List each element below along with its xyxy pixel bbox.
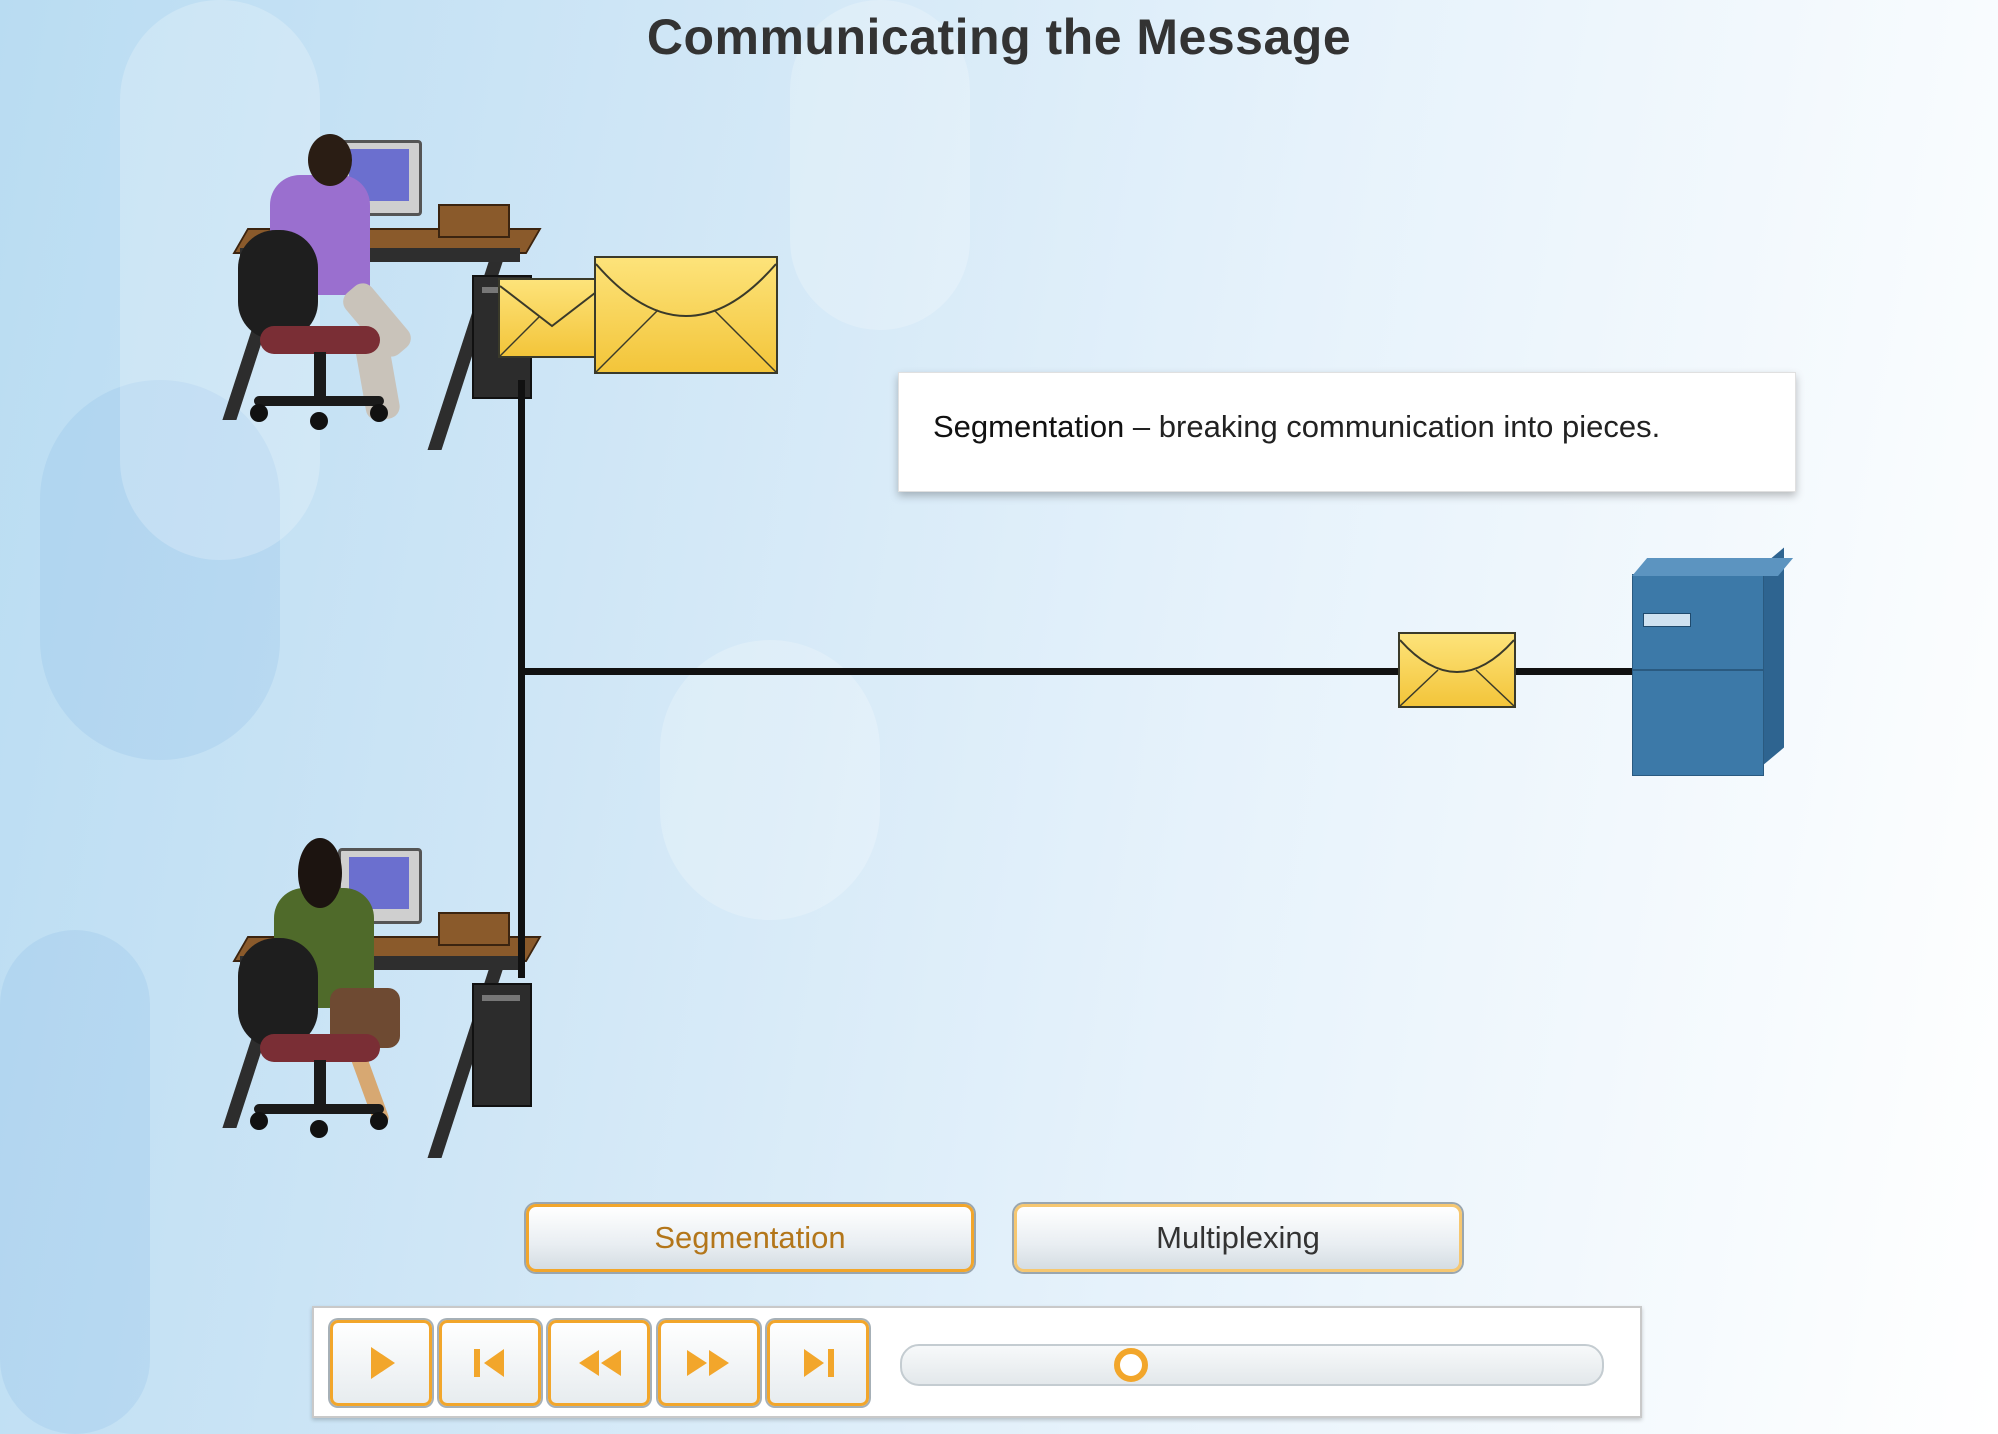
- multiplexing-button[interactable]: Multiplexing: [1014, 1204, 1462, 1272]
- chair-base: [254, 1104, 384, 1114]
- rewind-icon: [579, 1350, 621, 1376]
- background-shape: [0, 930, 150, 1434]
- skip-to-start-icon: [474, 1349, 504, 1377]
- chair-post: [314, 1060, 326, 1106]
- server-side: [1762, 547, 1784, 766]
- skip-to-start-button[interactable]: [439, 1320, 541, 1406]
- definition-text: Segmentation – breaking communication in…: [933, 409, 1660, 445]
- media-control-bar: [312, 1306, 1642, 1418]
- skip-to-end-button[interactable]: [767, 1320, 869, 1406]
- chair-wheel: [370, 1112, 388, 1130]
- chair-post: [314, 352, 326, 398]
- monitor: [338, 848, 422, 924]
- chair-back: [238, 938, 318, 1048]
- definition-term: Segmentation: [933, 409, 1125, 444]
- chair-wheel: [250, 1112, 268, 1130]
- chair-seat: [260, 326, 380, 354]
- server-top: [1632, 558, 1794, 576]
- segmentation-button[interactable]: Segmentation: [526, 1204, 974, 1272]
- background-shape: [790, 0, 970, 330]
- user-head: [308, 134, 352, 186]
- chair-wheel: [310, 412, 328, 430]
- definition-separator: –: [1124, 409, 1159, 444]
- message-segment-envelope: [1398, 632, 1516, 708]
- background-shape: [660, 640, 880, 920]
- chair-base: [254, 396, 384, 406]
- background-shape: [40, 380, 280, 760]
- chair-wheel: [250, 404, 268, 422]
- server-panel-seam: [1633, 669, 1763, 671]
- chair-wheel: [370, 404, 388, 422]
- desk-tray: [438, 912, 510, 946]
- play-icon: [371, 1347, 395, 1379]
- user-head: [298, 838, 342, 908]
- chair-back: [238, 230, 318, 340]
- page-title: Communicating the Message: [646, 9, 1352, 65]
- play-button[interactable]: [330, 1320, 432, 1406]
- definition-callout: Segmentation – breaking communication in…: [898, 372, 1796, 492]
- progress-slider-handle[interactable]: [1113, 1348, 1148, 1382]
- definition-body: breaking communication into pieces.: [1158, 409, 1661, 444]
- desk-tray: [438, 204, 510, 238]
- progress-slider[interactable]: [900, 1344, 1604, 1386]
- server-drive-slot: [1643, 613, 1691, 627]
- skip-to-end-icon: [804, 1349, 834, 1377]
- server: [1632, 547, 1794, 776]
- chair-seat: [260, 1034, 380, 1062]
- message-segment-envelope: [498, 278, 606, 358]
- rewind-button[interactable]: [548, 1320, 650, 1406]
- fast-forward-button[interactable]: [658, 1320, 760, 1406]
- server-front: [1632, 574, 1764, 776]
- network-cable-vertical: [518, 380, 525, 978]
- message-envelope-large: [594, 256, 778, 374]
- fast-forward-icon: [687, 1350, 729, 1376]
- chair-wheel: [310, 1120, 328, 1138]
- network-cable-horizontal: [518, 668, 1634, 675]
- computer-tower: [472, 983, 532, 1107]
- workstation-bottom: [210, 838, 550, 1168]
